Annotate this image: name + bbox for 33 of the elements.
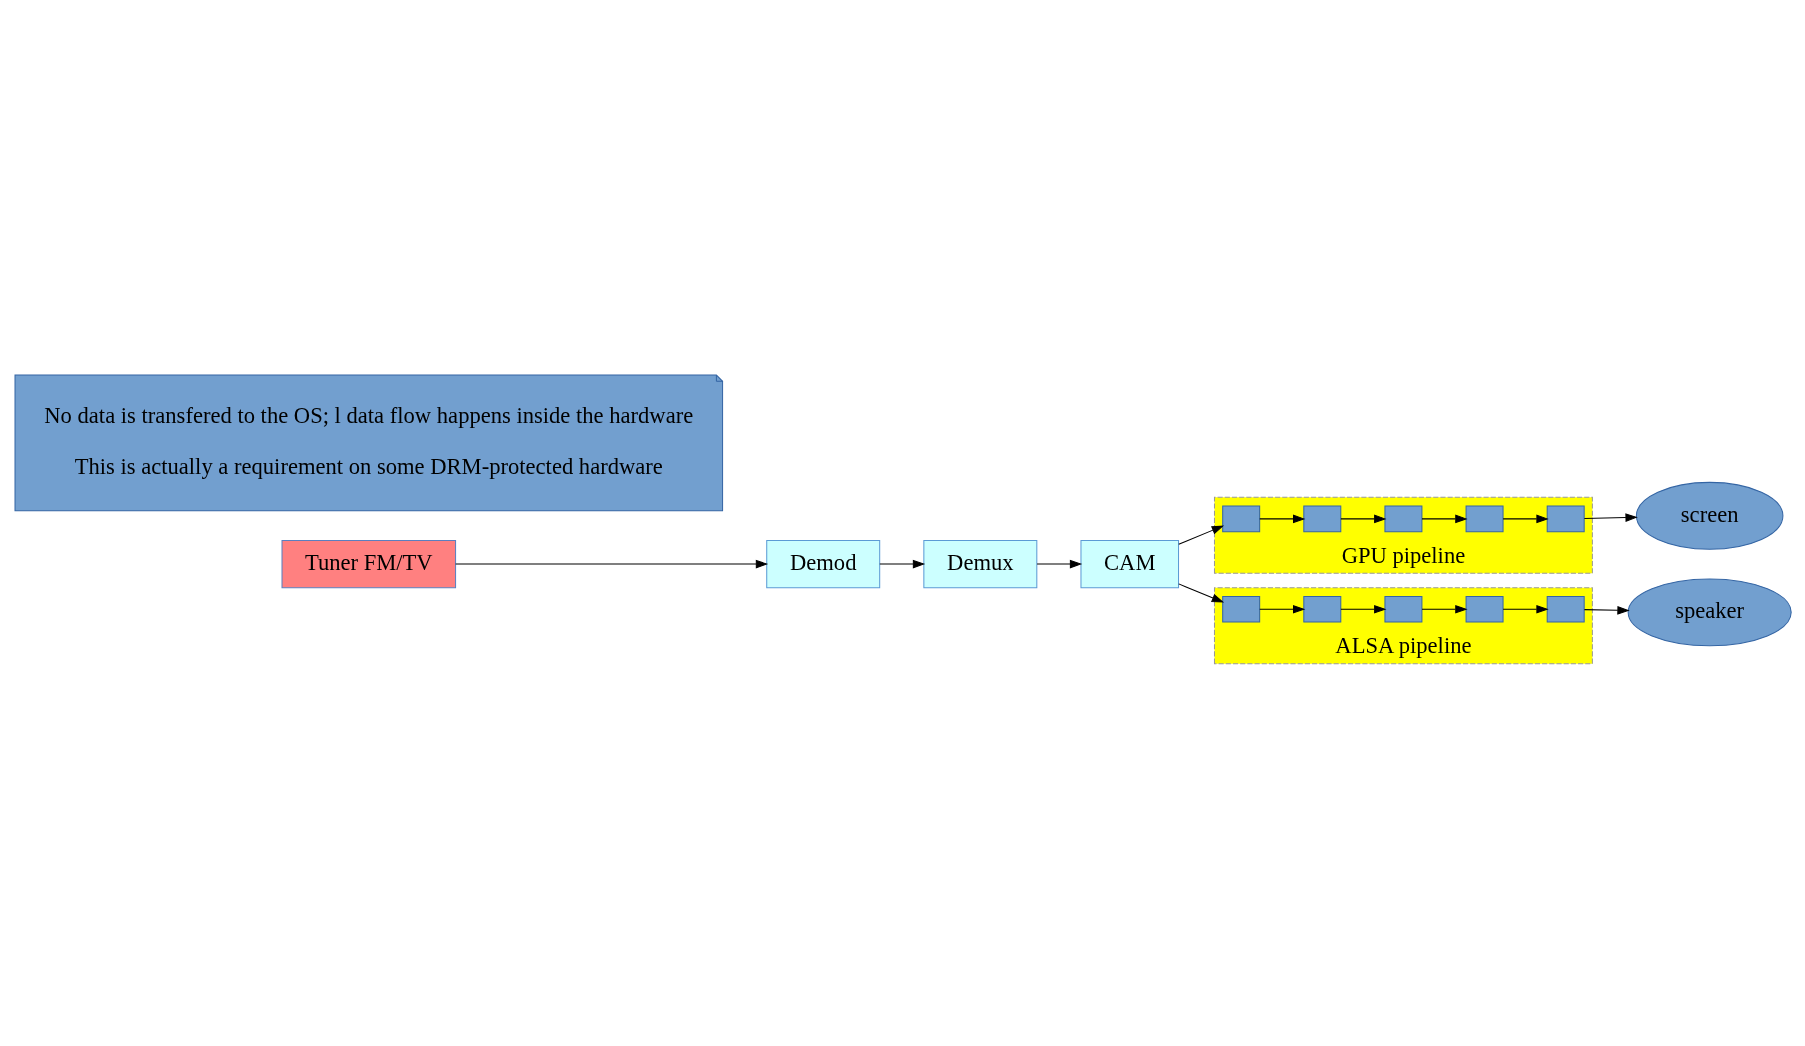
arrow [878, 559, 925, 568]
arrow [454, 559, 768, 568]
arrow [1502, 514, 1549, 523]
node-box [1221, 595, 1260, 623]
node-box [1546, 505, 1585, 532]
cluster: ALSA pipeline [1213, 586, 1593, 664]
node-box: Demod [765, 539, 880, 588]
node-box [1383, 595, 1422, 623]
arrow [1036, 559, 1082, 568]
arrow [1421, 604, 1468, 614]
node-ellipse: screen [1635, 481, 1783, 550]
arrow [1339, 604, 1386, 614]
node-box [1221, 505, 1260, 532]
node-ellipse: speaker [1627, 577, 1792, 646]
node-box: CAM [1079, 539, 1179, 588]
cluster: GPU pipeline [1213, 496, 1593, 574]
arrow [1258, 514, 1305, 523]
arrow [1421, 514, 1468, 523]
node-box [1302, 595, 1341, 623]
node-box [1465, 505, 1504, 532]
arrow [1258, 604, 1305, 614]
node-box [1302, 505, 1341, 532]
arrow [1583, 605, 1630, 615]
node-box [1546, 595, 1585, 623]
arrow [1177, 582, 1224, 603]
node-box [1383, 505, 1422, 532]
arrow [1502, 604, 1549, 614]
node-box: Demux [922, 539, 1037, 588]
arrow [1339, 514, 1386, 523]
arrow [1583, 512, 1638, 522]
node-box [1465, 595, 1504, 623]
arrow [1177, 525, 1224, 545]
node-box: Tuner FM/TV [281, 539, 456, 588]
